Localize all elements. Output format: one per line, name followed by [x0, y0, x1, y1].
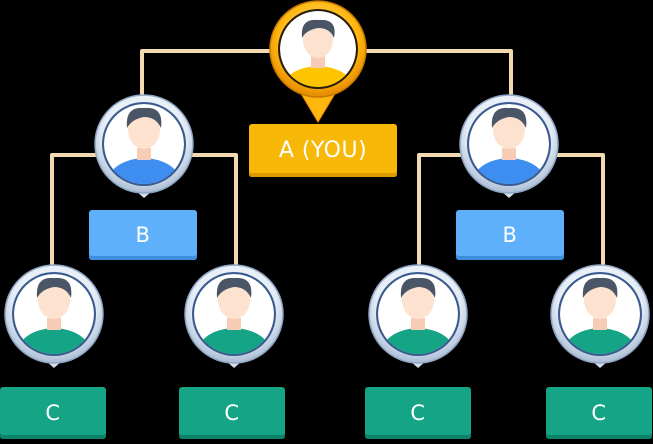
avatar-a — [269, 0, 367, 123]
avatar-b-right — [459, 94, 559, 198]
node-b-left-label: B — [89, 210, 197, 260]
person-avatar-icon — [104, 104, 184, 184]
connector-a-to-b-right — [366, 49, 513, 100]
avatar-c3 — [368, 264, 468, 368]
connector-b-right-to-c3 — [417, 153, 468, 270]
avatar-c1 — [4, 264, 104, 368]
node-c4-label: C — [546, 387, 652, 439]
avatar-c4 — [550, 264, 650, 368]
node-b-right-label: B — [456, 210, 564, 260]
node-c2-label: C — [179, 387, 285, 439]
avatar-b-left — [94, 94, 194, 198]
node-a-label: A (YOU) — [249, 124, 397, 177]
connector-a-to-b-left — [140, 49, 270, 100]
person-avatar-icon — [378, 274, 458, 354]
connector-b-left-to-c1 — [50, 153, 104, 270]
connector-b-right-to-c4 — [550, 153, 605, 270]
person-avatar-icon — [280, 11, 356, 87]
connector-b-left-to-c2 — [186, 153, 238, 270]
node-c1-label: C — [0, 387, 106, 439]
node-c3-label: C — [365, 387, 471, 439]
avatar-c2 — [184, 264, 284, 368]
connector-lines — [50, 49, 605, 270]
